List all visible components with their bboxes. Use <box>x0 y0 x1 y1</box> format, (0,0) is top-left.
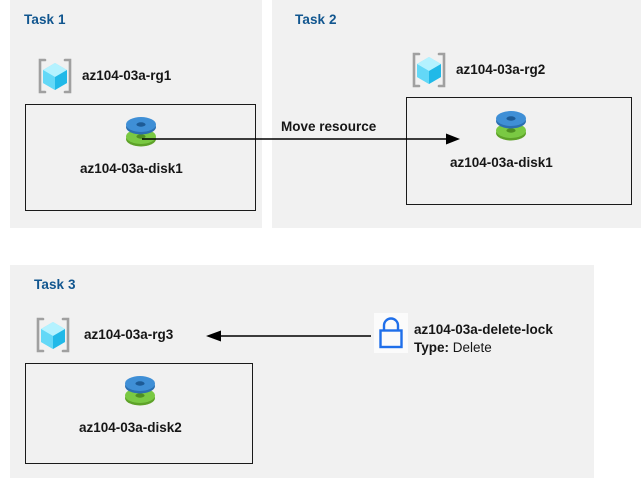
resource-group-label-task3: az104-03a-rg3 <box>84 327 174 342</box>
connector-label-move-resource: Move resource <box>281 119 377 134</box>
task-title-task1: Task 1 <box>24 12 66 27</box>
connector-arrow-delete-lock <box>206 330 371 342</box>
lock-type-value: Delete <box>452 340 492 355</box>
resource-group-icon <box>412 52 446 88</box>
lock-type-key: Type: <box>414 340 450 355</box>
task-title-task3: Task 3 <box>34 277 76 292</box>
lock-type-label: Type: Delete <box>414 340 492 355</box>
managed-disk-icon <box>126 117 156 147</box>
disk-label-task2: az104-03a-disk1 <box>450 155 553 170</box>
resource-group-label-task1: az104-03a-rg1 <box>82 68 172 83</box>
task-title-task2: Task 2 <box>295 12 337 27</box>
lock-name-label: az104-03a-delete-lock <box>414 322 553 337</box>
lock-icon <box>374 313 408 353</box>
managed-disk-icon <box>496 111 526 141</box>
disk-label-task1: az104-03a-disk1 <box>80 161 183 176</box>
connector-arrow-move-resource <box>142 133 460 145</box>
disk-label-task3: az104-03a-disk2 <box>79 420 182 435</box>
resource-group-icon <box>38 58 72 94</box>
resource-group-icon <box>36 317 70 353</box>
managed-disk-icon <box>125 376 155 406</box>
resource-group-label-task2: az104-03a-rg2 <box>456 62 546 77</box>
